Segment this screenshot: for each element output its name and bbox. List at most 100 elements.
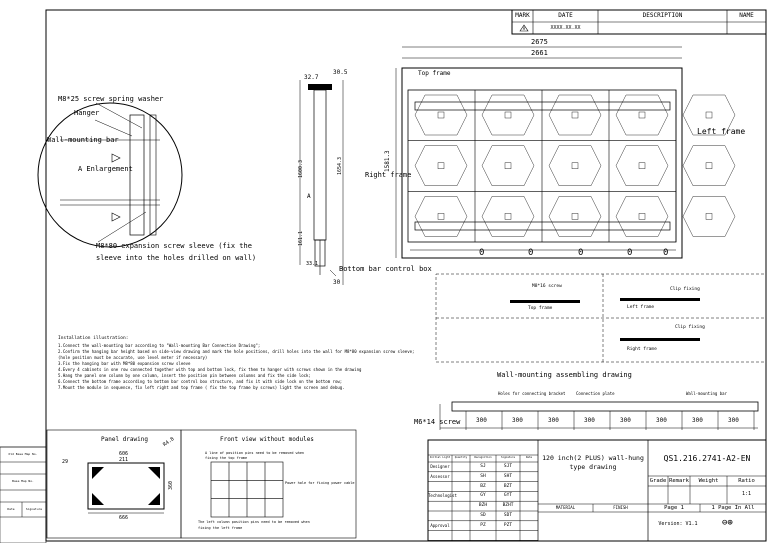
label-expansion-sleeve-1: M8*80 expansion screw sleeve (fix the: [96, 242, 252, 250]
dim-side-height-a: 1600.3: [298, 159, 304, 178]
note-line: 6.Connect the bottom frame according to …: [58, 378, 343, 384]
tb-material: MATERIAL: [555, 505, 576, 510]
dim-side-top-right: 30.5: [333, 69, 348, 76]
tb-ratio-value: 1:1: [741, 491, 752, 497]
dim-side-height-b: 1654.3: [337, 156, 343, 175]
label-holes: Holes for connecting bracket: [498, 391, 566, 396]
tb-code-a: PZ: [480, 522, 486, 528]
rev-header-mark: MARK: [515, 12, 530, 19]
spacing-label: 300: [584, 417, 595, 424]
panel-dim-360: 360: [168, 480, 174, 490]
note-line: 5.Hang the panel one column by one colum…: [58, 372, 311, 378]
front-note-bottom-2: fixing the left frame: [198, 526, 243, 530]
tb-version: Version: V1.1: [658, 521, 698, 527]
stamp-base-map: Base Map No.: [12, 479, 34, 483]
label-bottom-box: Bottom bar control box: [339, 265, 432, 273]
projection-symbol-icon: ⊖⊕: [722, 518, 733, 528]
tb-code-b: SHT: [503, 473, 513, 479]
zero-mark-2: 0: [528, 248, 534, 258]
tb-code-a: BZ: [480, 483, 486, 489]
tb-code-b: SJT: [503, 464, 513, 469]
panel-dim-211: 211: [119, 457, 129, 463]
dim-side-bottom-c: 30: [333, 279, 341, 286]
tb-col-header: Date: [525, 456, 533, 459]
tb-grade: Grade: [649, 478, 667, 484]
tb-finish: FINISH: [613, 505, 628, 510]
panel-dim-606: 606: [119, 451, 129, 457]
detail-right-frame: Right frame: [627, 347, 657, 352]
zero-mark-5: 0: [663, 248, 669, 258]
stamp-signature: Signature: [25, 507, 43, 511]
detail-left-frame: Left frame: [627, 305, 655, 310]
front-note-right: Power hole for fixing power cable: [285, 481, 355, 485]
tb-code-b: BZHT: [502, 503, 514, 509]
tb-drawing-number: QS1.216.2741-A2-EN: [663, 454, 751, 463]
tb-code-b: GYT: [503, 493, 513, 499]
rev-header-description: DESCRIPTION: [642, 12, 683, 19]
tb-code-a: SJ: [480, 464, 486, 469]
front-note-top-2: fixing the top frame: [205, 456, 248, 460]
spacing-label: 300: [692, 417, 703, 424]
tb-col-header: Initial Light: [429, 456, 451, 459]
tb-code-b: SDT: [503, 513, 513, 518]
zero-mark-3: 0: [578, 248, 584, 258]
spacing-label: 300: [476, 417, 487, 424]
tb-code-a: BZH: [478, 503, 488, 509]
tb-col-header: Recognition: [474, 456, 492, 459]
tb-page: Page 1: [664, 505, 684, 511]
panel-dim-666: 666: [119, 515, 129, 521]
label-expansion-sleeve-2: sleeve into the holes drilled on wall): [96, 254, 257, 262]
tb-role: Approval: [430, 522, 450, 528]
dim-main-height: 1581.3: [384, 150, 391, 172]
note-line: 3.Fix the hanging bar with M8*80 expansi…: [58, 360, 191, 366]
marker-a: A: [307, 193, 311, 200]
stamp-date: Date: [7, 507, 15, 511]
label-hanger: Hanger: [74, 109, 100, 117]
tb-code-a: GY: [480, 493, 486, 499]
label-m6-screw: M6*14 screw: [414, 418, 461, 426]
note-line: 7.Mount the module in sequence, fix left…: [58, 384, 345, 390]
zero-mark-1: 0: [479, 248, 485, 258]
front-view-title: Front view without modules: [220, 436, 314, 443]
label-right-frame: Right frame: [365, 171, 412, 179]
front-note-top: A line of position pins need to be remov…: [205, 451, 305, 455]
tb-remark: Remark: [669, 478, 689, 484]
rev-header-name: NAME: [739, 12, 754, 19]
label-wall-bar: Wall-mounting bar: [47, 136, 119, 144]
tb-role: Assessor: [430, 473, 450, 479]
label-screw-m8-16: M8*16 screw: [532, 284, 562, 289]
assembly-title: Wall-mounting assembling drawing: [497, 371, 632, 379]
spacing-label: 300: [548, 417, 559, 424]
spacing-label: 300: [512, 417, 523, 424]
spacing-label: 300: [728, 417, 739, 424]
dim-side-top: 32.7: [304, 74, 319, 81]
rev-mark-value: A: [522, 26, 526, 31]
dim-inner-width: 2661: [531, 49, 548, 57]
tb-role: Technologist: [428, 493, 457, 499]
label-clip-fixing-1: Clip fixing: [670, 287, 700, 292]
stamp-old-base-map: Old Base Map No.: [8, 452, 38, 456]
panel-dim-29: 29: [62, 459, 69, 465]
tb-title-line-1: 120 inch(2 PLUS) wall-hung: [542, 454, 644, 462]
detail-top-frame: Top frame: [528, 306, 553, 311]
tb-weight: Weight: [698, 478, 719, 484]
rev-header-date: DATE: [558, 12, 573, 19]
note-line: (hole position must be accurate, use lev…: [58, 354, 208, 360]
tb-col-header: Signature: [500, 456, 516, 459]
tb-title-line-2: type drawing: [569, 463, 617, 471]
note-line: 1.Connect the wall-mounting bar accordin…: [58, 342, 261, 348]
note-line: 2.Confirm the hanging bar height based o…: [58, 348, 415, 354]
label-left-frame: Left frame: [697, 127, 746, 136]
label-clip-fixing-2: Clip fixing: [675, 325, 705, 330]
tb-code-b: BZT: [503, 483, 513, 489]
rev-date-value: XXXX.XX.XX: [550, 25, 581, 31]
label-top-frame: Top frame: [418, 70, 451, 77]
tb-col-header: Quantity: [454, 456, 468, 459]
zero-mark-4: 0: [627, 248, 633, 258]
dim-side-bottom-b: 33.1: [306, 261, 319, 267]
installation-notes: Installation illustration: 1.Connect the…: [58, 336, 428, 392]
panel-drawing-title: Panel drawing: [101, 436, 148, 443]
